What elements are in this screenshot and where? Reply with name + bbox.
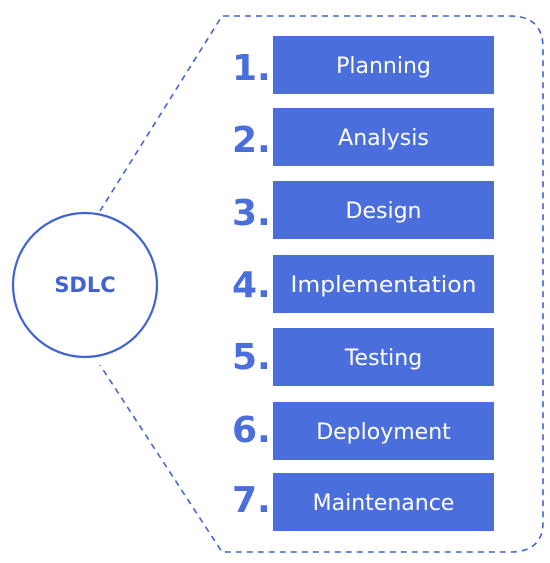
step-number: 1.	[232, 48, 271, 89]
step-label: Design	[346, 199, 422, 224]
step-label: Implementation	[291, 273, 477, 298]
step-number: 2.	[232, 120, 271, 161]
step-label: Analysis	[338, 126, 429, 151]
step-box	[273, 328, 494, 386]
callout-outline	[99, 15, 544, 553]
step-number: 6.	[232, 410, 271, 451]
sdlc-label: SDLC	[54, 273, 115, 297]
step-row: 4. Implementation	[232, 255, 494, 313]
step-row: 2. Analysis	[232, 108, 494, 166]
step-row: 3. Design	[232, 181, 494, 239]
step-box	[273, 255, 494, 313]
step-number: 4.	[232, 265, 271, 306]
step-row: 1. Planning	[232, 36, 494, 94]
step-box	[273, 36, 494, 94]
step-number: 7.	[232, 480, 271, 521]
sdlc-circle	[11, 211, 159, 359]
step-label: Maintenance	[313, 491, 455, 516]
step-number: 5.	[232, 337, 271, 378]
step-label: Deployment	[316, 420, 451, 445]
step-box	[273, 108, 494, 166]
step-box	[273, 402, 494, 460]
step-box	[273, 473, 494, 531]
step-row: 5. Testing	[232, 328, 494, 386]
step-row: 6. Deployment	[232, 402, 494, 460]
step-number: 3.	[232, 193, 271, 234]
step-label: Planning	[336, 54, 431, 79]
step-box	[273, 181, 494, 239]
step-row: 7. Maintenance	[232, 473, 494, 531]
step-label: Testing	[344, 346, 422, 371]
